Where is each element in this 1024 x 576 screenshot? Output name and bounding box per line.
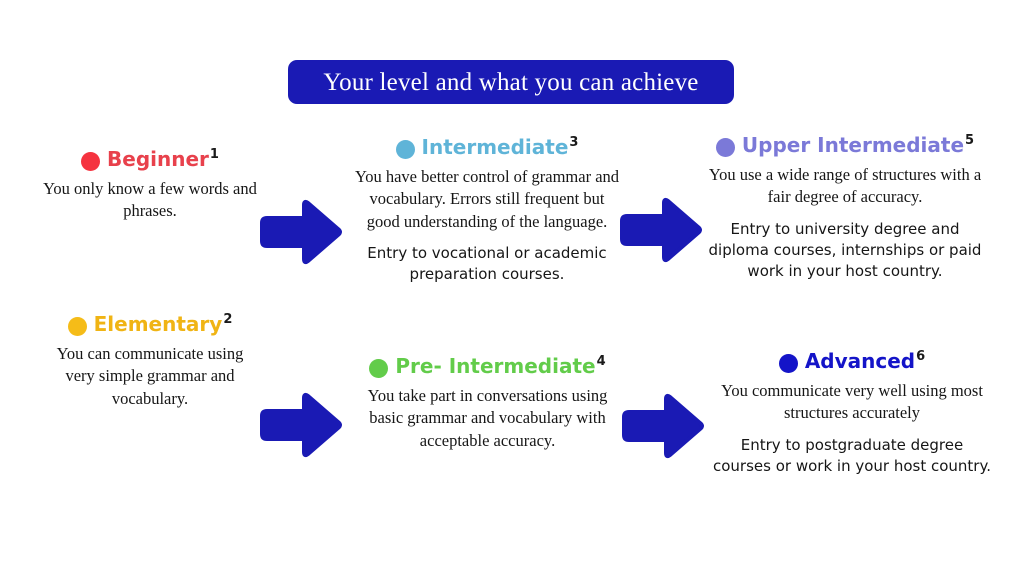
level-header-pre-intermediate: Pre- Intermediate 4 xyxy=(360,355,615,378)
level-card-advanced: Advanced 6 You communicate very well usi… xyxy=(712,350,992,477)
level-number-intermediate: 3 xyxy=(569,135,579,150)
level-name-pre-intermediate: Pre- Intermediate xyxy=(395,354,596,378)
level-number-pre-intermediate: 4 xyxy=(596,354,606,369)
level-card-beginner: Beginner 1 You only know a few words and… xyxy=(40,148,260,223)
level-name-beginner: Beginner xyxy=(107,147,209,171)
level-card-elementary: Elementary 2 You can communicate using v… xyxy=(40,313,260,410)
level-description-upper-intermediate: You use a wide range of structures with … xyxy=(708,165,982,207)
level-entry-intermediate: Entry to vocational or academic preparat… xyxy=(367,243,607,284)
level-name-upper-intermediate: Upper Intermediate xyxy=(741,133,965,157)
level-dot-icon xyxy=(81,152,101,171)
level-entry-advanced: Entry to postgraduate degree courses or … xyxy=(713,435,991,475)
level-card-pre-intermediate: Pre- Intermediate 4 You take part in con… xyxy=(360,355,615,452)
level-description-intermediate: You have better control of grammar and v… xyxy=(354,167,620,231)
level-header-intermediate: Intermediate 3 xyxy=(352,136,622,159)
level-name-intermediate: Intermediate xyxy=(421,135,569,159)
level-dot-icon xyxy=(67,317,87,336)
arrow-right-icon xyxy=(258,199,342,265)
level-dot-icon xyxy=(778,354,798,373)
level-header-beginner: Beginner 1 xyxy=(40,148,260,171)
level-card-intermediate: Intermediate 3 You have better control o… xyxy=(352,136,622,285)
level-header-advanced: Advanced 6 xyxy=(712,350,992,373)
level-description-pre-intermediate: You take part in conversations using bas… xyxy=(367,386,608,450)
arrow-right-icon xyxy=(258,392,342,458)
level-number-advanced: 6 xyxy=(916,349,926,364)
level-name-elementary: Elementary xyxy=(93,312,223,336)
level-number-upper-intermediate: 5 xyxy=(965,133,975,148)
level-entry-upper-intermediate: Entry to university degree and diploma c… xyxy=(708,219,982,281)
level-number-beginner: 1 xyxy=(209,147,219,162)
level-header-upper-intermediate: Upper Intermediate 5 xyxy=(700,134,990,157)
level-dot-icon xyxy=(369,359,389,378)
level-dot-icon xyxy=(715,138,735,157)
level-card-upper-intermediate: Upper Intermediate 5 You use a wide rang… xyxy=(700,134,990,282)
level-number-elementary: 2 xyxy=(223,312,233,327)
level-description-beginner: You only know a few words and phrases. xyxy=(43,179,257,221)
level-header-elementary: Elementary 2 xyxy=(40,313,260,336)
page-title: Your level and what you can achieve xyxy=(323,68,699,96)
arrow-right-icon xyxy=(620,393,704,459)
level-description-advanced: You communicate very well using most str… xyxy=(721,381,983,423)
level-description-elementary: You can communicate using very simple gr… xyxy=(56,344,244,408)
arrow-right-icon xyxy=(618,197,702,263)
level-dot-icon xyxy=(395,140,415,159)
level-name-advanced: Advanced xyxy=(804,349,916,373)
slide-title-bar: Your level and what you can achieve xyxy=(288,60,734,104)
